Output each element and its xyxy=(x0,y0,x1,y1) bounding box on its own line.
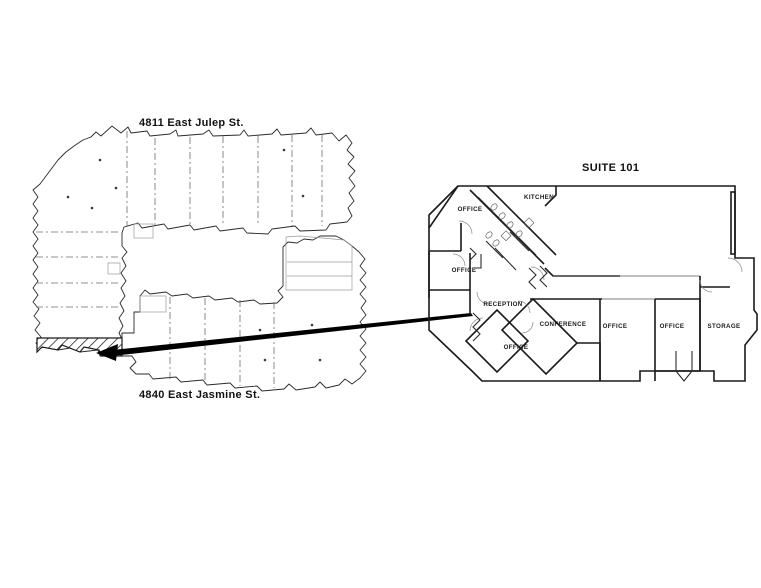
site-plan-group: 4811 East Julep St. 4840 East Jasmine St… xyxy=(32,117,367,401)
site-stair-box-3 xyxy=(139,295,167,313)
site-stair-box-2 xyxy=(107,262,121,275)
pocket-doors xyxy=(469,247,693,382)
site-partitions-upper xyxy=(126,131,323,226)
site-wing-south xyxy=(121,235,367,392)
site-inner-wing-outline xyxy=(285,235,353,291)
room-label-office-nw: OFFICE xyxy=(458,206,483,213)
site-building-outline xyxy=(32,125,356,357)
room-label-office-center: OFFICE xyxy=(603,323,628,330)
site-column-markers xyxy=(66,148,322,362)
kitchen-walls xyxy=(544,186,557,207)
office-nw-walls xyxy=(428,185,459,228)
callout-arrowhead xyxy=(96,344,118,361)
site-partitions-west xyxy=(36,231,121,308)
storage-walls xyxy=(699,286,730,371)
suite-plan-group: SUITE 101 xyxy=(428,162,758,382)
room-label-office-east: OFFICE xyxy=(660,323,685,330)
conference-walls xyxy=(500,297,579,376)
room-label-kitchen: KITCHEN xyxy=(524,194,554,201)
site-partitions-south xyxy=(169,297,275,388)
office-center-walls xyxy=(599,299,656,381)
callout-wedge xyxy=(112,313,473,356)
site-stair-box-1 xyxy=(133,223,154,239)
suite-callout-pointer xyxy=(96,313,473,361)
east-window xyxy=(730,191,736,255)
room-label-office-w: OFFICE xyxy=(452,267,477,274)
room-label-reception: RECEPTION xyxy=(483,301,522,308)
room-label-storage: STORAGE xyxy=(708,323,741,330)
street-label-north: 4811 East Julep St. xyxy=(139,117,244,129)
suite-title: SUITE 101 xyxy=(582,162,639,174)
room-label-conference: CONFERENCE xyxy=(540,321,587,328)
street-label-south: 4840 East Jasmine St. xyxy=(139,389,260,401)
door-swings xyxy=(452,220,743,334)
room-label-office-sw: OFFICE xyxy=(504,344,529,351)
restroom-fixtures xyxy=(485,203,535,247)
